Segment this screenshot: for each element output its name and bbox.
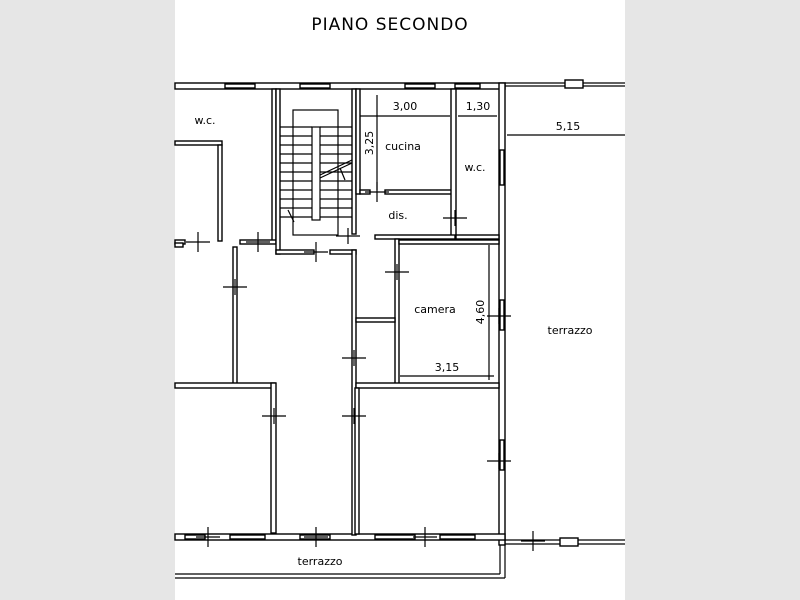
room-label-wc-left: w.c. <box>194 114 215 127</box>
terrace-railing <box>175 79 625 579</box>
exterior-walls <box>174 82 506 546</box>
interior-walls <box>174 88 500 536</box>
dim-cucina-width: 3,00 <box>393 100 418 113</box>
room-label-camera: camera <box>414 303 456 316</box>
dim-wc-width: 1,30 <box>466 100 491 113</box>
dim-camera-depth: 4,60 <box>474 300 487 325</box>
dim-camera-width: 3,15 <box>435 361 460 374</box>
room-label-dis: dis. <box>388 209 407 222</box>
room-label-cucina: cucina <box>385 140 421 153</box>
dimension-lines <box>360 95 625 380</box>
dim-cucina-depth: 3,25 <box>363 131 376 156</box>
plan-title: PIANO SECONDO <box>311 15 468 35</box>
room-label-terrazzo-right: terrazzo <box>548 324 593 337</box>
right-margin <box>625 0 800 600</box>
door-marks <box>186 182 545 551</box>
left-margin <box>0 0 175 600</box>
room-label-wc-right: w.c. <box>464 161 485 174</box>
staircase <box>280 109 353 236</box>
dim-terrazzo-width: 5,15 <box>556 120 581 133</box>
room-label-terrazzo-bottom: terrazzo <box>298 555 343 568</box>
